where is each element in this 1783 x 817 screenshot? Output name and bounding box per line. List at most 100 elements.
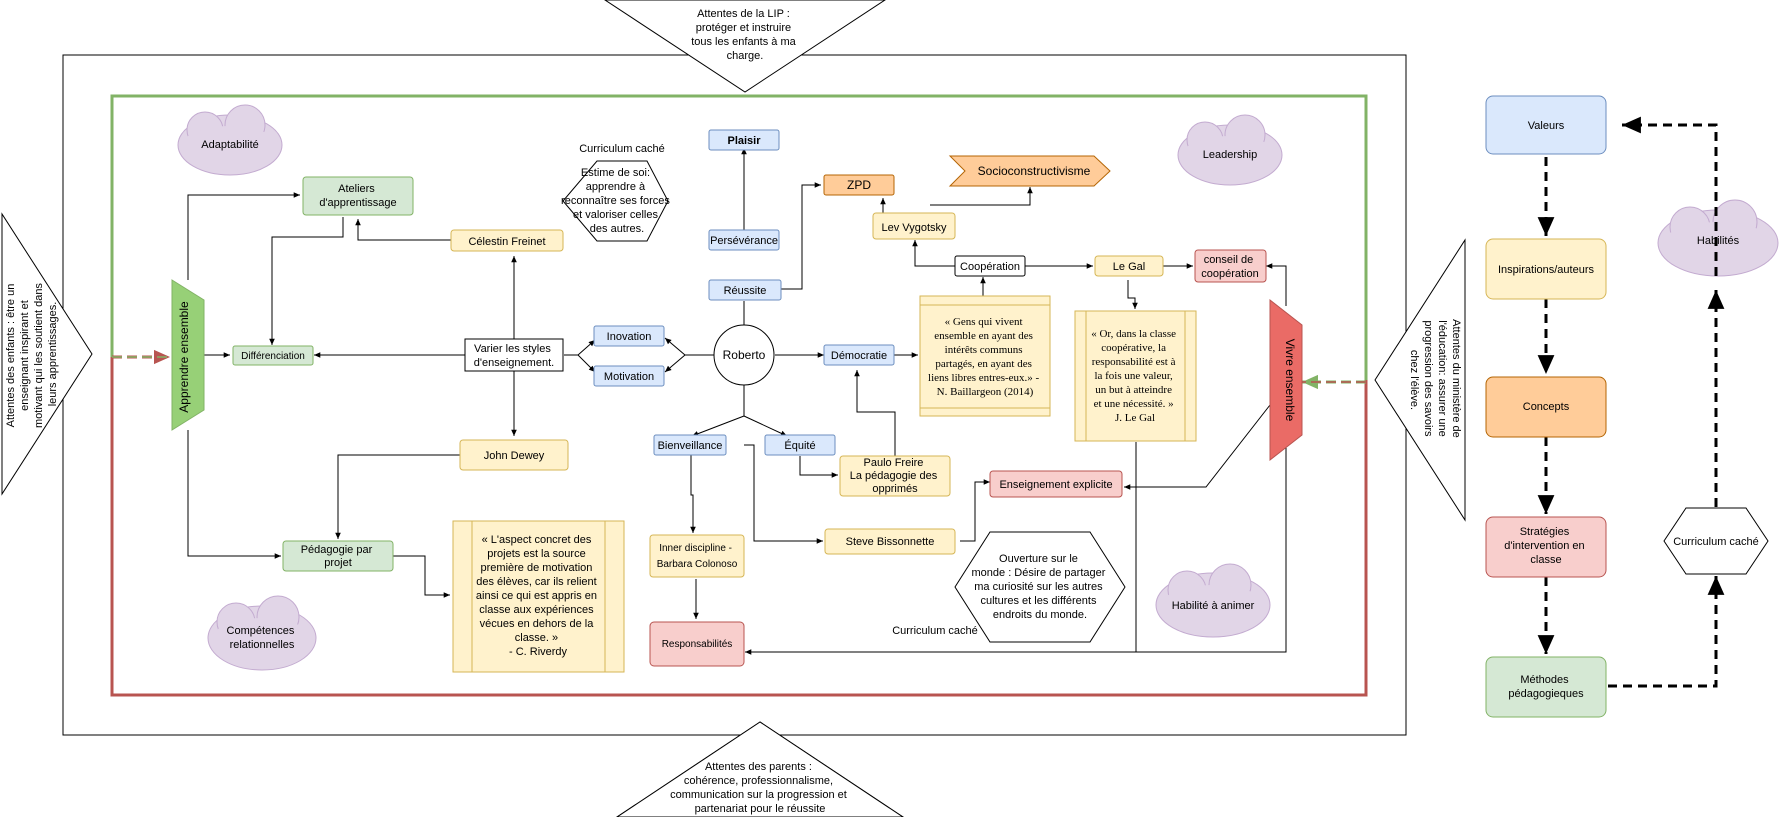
concept-apprendre-ensemble[interactable]: Apprendre ensemble: [171, 279, 205, 431]
svg-text:Démocratie: Démocratie: [831, 350, 887, 362]
svg-text:Compétences relationnell: Compétences relationnelles: [227, 625, 298, 651]
svg-text:Équité: Équité: [784, 439, 815, 452]
svg-text:Inovation: Inovation: [607, 331, 652, 343]
svg-text:Apprendre ensemble: Apprendre ensemble: [177, 301, 191, 413]
svg-text:Lev Vygotsky: Lev Vygotsky: [881, 222, 947, 234]
cloud-habilite-animer: Habilité à animer: [1155, 563, 1271, 638]
value-equite[interactable]: Équité: [764, 434, 836, 456]
strategy-conseil-cooperation[interactable]: conseil de coopération: [1194, 249, 1267, 283]
hidden-curriculum-estime: Curriculum caché Estime de soi: apprendr…: [561, 143, 673, 242]
svg-text:Motivation: Motivation: [604, 371, 654, 383]
svg-text:Attentes des enfants : être un: Attentes des enfants : être un enseignan…: [5, 280, 59, 428]
concept-vivre-ensemble[interactable]: Vivre ensemble: [1269, 298, 1303, 462]
svg-text:Concepts: Concepts: [1523, 401, 1570, 413]
legend-inspirations[interactable]: Inspirations/auteurs: [1485, 238, 1607, 300]
svg-text:Ateliers d'apprentissage: Ateliers d'apprentissage: [319, 183, 396, 209]
svg-text:Steve Bissonnette: Steve Bissonnette: [846, 536, 935, 548]
svg-text:Célestin Freinet: Célestin Freinet: [468, 236, 545, 248]
svg-text:Bienveillance: Bienveillance: [658, 440, 723, 452]
concept-socioconstructivisme[interactable]: Socioconstructivisme: [948, 155, 1111, 187]
cloud-competences: Compétences relationnelles: [207, 595, 317, 671]
method-ateliers[interactable]: Ateliers d'apprentissage: [302, 176, 414, 216]
author-inner-discipline[interactable]: Inner discipline - Barbara Colonoso: [649, 534, 745, 578]
strategy-enseignement-explicite[interactable]: Enseignement explicite: [989, 470, 1123, 498]
svg-text:Coopération: Coopération: [960, 261, 1020, 273]
connectors: [187, 148, 1287, 655]
svg-text:Curriculum caché: Curriculum caché: [579, 143, 665, 155]
method-pedagogie-projet[interactable]: Pédagogie par projet: [282, 540, 394, 572]
concept-cooperation[interactable]: Coopération: [954, 255, 1026, 277]
svg-text:« Or, dans la classe coo: « Or, dans la classe coopérative, la res…: [1091, 328, 1179, 424]
value-perseverance[interactable]: Persévérance: [708, 229, 780, 251]
svg-text:conseil de coopération: conseil de coopération: [1201, 254, 1259, 280]
lip-expectations: Attentes de la LIP : protéger et instrui…: [604, 0, 886, 93]
value-inovation[interactable]: Inovation: [593, 325, 665, 347]
ministry-expectations: Attentes du ministère de l'éducation: as…: [1374, 238, 1466, 522]
author-le-gal[interactable]: Le Gal: [1094, 255, 1164, 277]
hidden-curriculum-ouverture: Ouverture sur le monde : Désire de parta…: [892, 531, 1126, 643]
green-frame: [110, 94, 1368, 380]
legend-connectors: [1537, 116, 1725, 688]
svg-text:Valeurs: Valeurs: [1528, 120, 1565, 132]
svg-text:Curriculum caché: Curriculum caché: [892, 625, 978, 637]
strategy-responsabilites[interactable]: Responsabilités: [649, 621, 745, 667]
concept-zpd[interactable]: ZPD: [823, 174, 895, 196]
quote-legal: « Or, dans la classe coopérative, la res…: [1074, 310, 1197, 442]
method-varier-styles[interactable]: Varier les styles d'enseignement.: [464, 338, 564, 372]
svg-text:Paulo Freire La pédagogi: Paulo Freire La pédagogie des opprimés: [850, 457, 941, 495]
author-paulo-freire[interactable]: Paulo Freire La pédagogie des opprimés: [839, 455, 951, 497]
author-celestin-freinet[interactable]: Célestin Freinet: [450, 229, 564, 252]
svg-text:Inspirations/auteurs: Inspirations/auteurs: [1498, 264, 1594, 276]
cloud-adaptabilite: Adaptabilité: [177, 104, 283, 176]
svg-text:Ouverture sur le monde :: Ouverture sur le monde : Désire de parta…: [972, 553, 1109, 621]
svg-text:Attentes des parents : c: Attentes des parents : cohérence, profes…: [670, 761, 850, 815]
quote-riverdy: « L'aspect concret des projets est la so…: [452, 520, 625, 673]
svg-text:Habilités: Habilités: [1697, 235, 1740, 247]
value-democratie[interactable]: Démocratie: [823, 344, 895, 366]
center-node-roberto[interactable]: Roberto: [713, 324, 775, 386]
author-lev-vygotsky[interactable]: Lev Vygotsky: [872, 212, 956, 240]
svg-text:Stratégies d'interventio: Stratégies d'intervention en classe: [1504, 526, 1587, 566]
legend-curriculum-cache[interactable]: Curriculum caché: [1663, 507, 1769, 575]
svg-text:Attentes du ministère de: Attentes du ministère de l'éducation: as…: [1408, 319, 1462, 441]
red-frame: [110, 357, 1368, 697]
svg-text:Curriculum caché: Curriculum caché: [1673, 536, 1759, 548]
legend-valeurs[interactable]: Valeurs: [1485, 95, 1607, 155]
quote-baillargeon: « Gens qui vivent ensemble en ayant des …: [919, 295, 1051, 417]
children-expectations: Attentes des enfants : être un enseignan…: [1, 212, 93, 496]
author-john-dewey[interactable]: John Dewey: [459, 439, 569, 471]
legend-strategies[interactable]: Stratégies d'intervention en classe: [1485, 516, 1607, 578]
svg-text:Le Gal: Le Gal: [1113, 261, 1145, 273]
svg-text:Pédagogie par projet: Pédagogie par projet: [301, 544, 376, 569]
svg-text:Roberto: Roberto: [723, 348, 766, 362]
svg-text:Différenciation: Différenciation: [241, 351, 305, 362]
svg-text:Méthodes pédagogieques: Méthodes pédagogieques: [1508, 674, 1584, 700]
author-steve-bissonnette[interactable]: Steve Bissonnette: [824, 528, 956, 555]
value-motivation[interactable]: Motivation: [593, 365, 665, 387]
svg-text:Plaisir: Plaisir: [727, 135, 761, 147]
value-reussite[interactable]: Réussite: [708, 279, 782, 301]
svg-text:ZPD: ZPD: [847, 178, 871, 192]
cloud-habiletes: Habilités: [1657, 199, 1779, 277]
svg-text:Vivre ensemble: Vivre ensemble: [1283, 339, 1297, 422]
svg-text:John Dewey: John Dewey: [484, 450, 545, 462]
svg-text:Socioconstructivisme: Socioconstructivisme: [978, 164, 1091, 178]
svg-text:Réussite: Réussite: [724, 285, 767, 297]
svg-text:Responsabilités: Responsabilités: [662, 639, 733, 650]
legend-methodes[interactable]: Méthodes pédagogieques: [1485, 656, 1607, 718]
svg-text:Leadership: Leadership: [1203, 149, 1257, 161]
svg-text:Persévérance: Persévérance: [710, 235, 778, 247]
svg-text:Inner discipline - Barba: Inner discipline - Barbara Colonoso: [657, 543, 738, 570]
value-plaisir[interactable]: Plaisir: [708, 129, 780, 151]
legend-concepts[interactable]: Concepts: [1485, 376, 1607, 438]
method-differenciation[interactable]: Différenciation: [232, 345, 314, 366]
svg-text:« Gens qui vivent ensemb: « Gens qui vivent ensemble en ayant des …: [928, 316, 1042, 398]
cloud-leadership: Leadership: [1177, 114, 1283, 186]
svg-text:Attentes de la LIP : pro: Attentes de la LIP : protéger et instrui…: [691, 8, 799, 62]
svg-text:« L'aspect concret des p: « L'aspect concret des projets est la so…: [476, 534, 600, 658]
parents-expectations: Attentes des parents : cohérence, profes…: [616, 721, 904, 817]
svg-text:Estime de soi: apprendre: Estime de soi: apprendre à reconnaître s…: [561, 167, 673, 235]
svg-text:Habilité à animer: Habilité à animer: [1172, 600, 1255, 612]
value-bienveillance[interactable]: Bienveillance: [653, 434, 727, 456]
